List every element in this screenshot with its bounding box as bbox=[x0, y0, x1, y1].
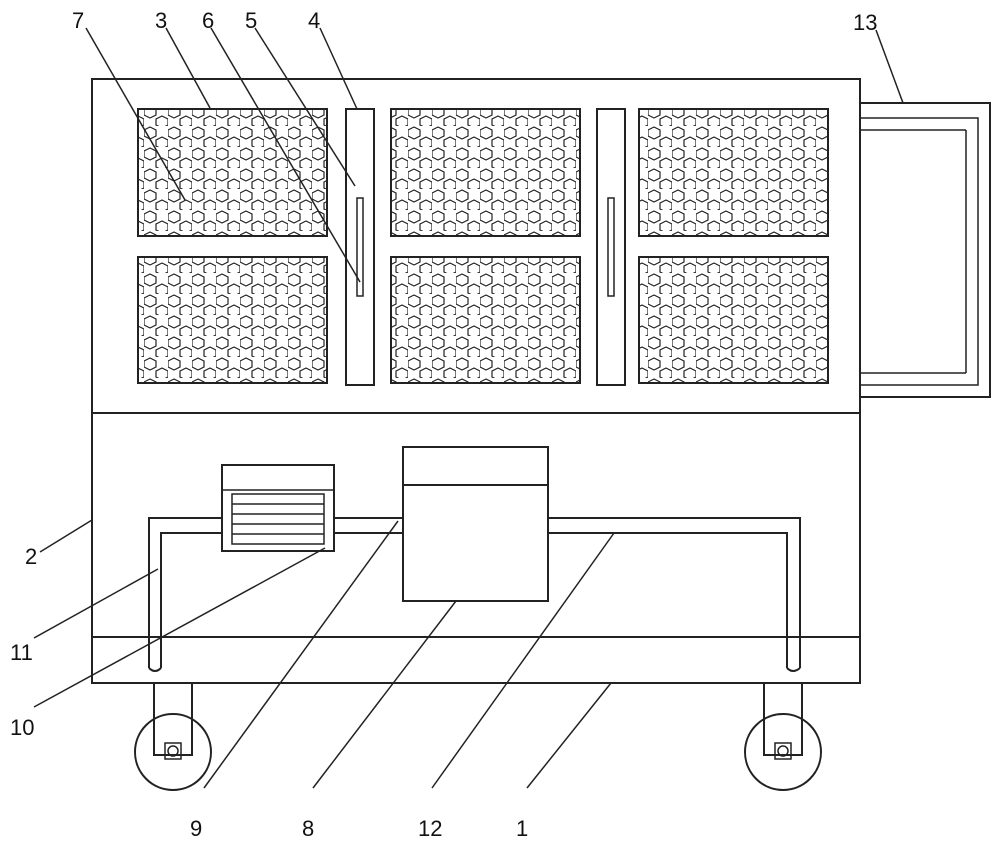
fan-unit bbox=[221, 464, 335, 552]
callout-8: 8 bbox=[302, 816, 314, 841]
pipe-end bbox=[148, 667, 162, 672]
right-wheel bbox=[744, 682, 822, 791]
perforated-panel bbox=[638, 256, 829, 384]
leader-6 bbox=[210, 27, 361, 283]
lower-frame bbox=[91, 412, 861, 684]
perforated-panel bbox=[137, 108, 328, 237]
leader-9 bbox=[203, 520, 399, 789]
control-box bbox=[402, 446, 549, 602]
leader-12 bbox=[431, 532, 615, 789]
pipe-right-outer bbox=[548, 517, 801, 668]
callout-4: 4 bbox=[308, 8, 320, 33]
fan-grille bbox=[231, 493, 325, 545]
leader-13 bbox=[875, 29, 904, 104]
callout-13: 13 bbox=[853, 10, 877, 35]
pipe-left-inner bbox=[160, 532, 222, 668]
leader-2 bbox=[39, 519, 93, 553]
leader-7 bbox=[85, 27, 186, 201]
callout-10: 10 bbox=[10, 715, 34, 740]
callout-11: 11 bbox=[10, 640, 33, 665]
pipe-end bbox=[786, 667, 801, 672]
push-handle-outer bbox=[860, 102, 991, 398]
perforated-panel bbox=[638, 108, 829, 237]
perforated-panel bbox=[390, 256, 581, 384]
callout-9: 9 bbox=[190, 816, 202, 841]
callout-2: 2 bbox=[25, 544, 37, 569]
door-strip bbox=[596, 108, 626, 386]
left-wheel bbox=[134, 682, 212, 791]
callout-12: 12 bbox=[418, 816, 442, 841]
leader-1 bbox=[526, 682, 612, 789]
pipe-right-inner bbox=[548, 532, 788, 668]
leader-10 bbox=[33, 547, 326, 708]
perforated-panel bbox=[390, 108, 581, 237]
pipe-left-outer bbox=[148, 517, 222, 668]
push-handle-inner bbox=[860, 117, 979, 386]
callout-7: 7 bbox=[72, 8, 84, 33]
door-handle bbox=[356, 197, 364, 297]
leader-3 bbox=[165, 27, 211, 109]
leader-4 bbox=[319, 27, 358, 110]
leader-5 bbox=[254, 27, 356, 187]
door-strip bbox=[345, 108, 375, 386]
callout-1: 1 bbox=[516, 816, 528, 841]
leader-8 bbox=[312, 600, 457, 789]
callout-3: 3 bbox=[155, 8, 167, 33]
callout-6: 6 bbox=[202, 8, 214, 33]
door-handle bbox=[607, 197, 615, 297]
perforated-panel bbox=[137, 256, 328, 384]
callout-5: 5 bbox=[245, 8, 257, 33]
leader-11 bbox=[33, 568, 159, 639]
